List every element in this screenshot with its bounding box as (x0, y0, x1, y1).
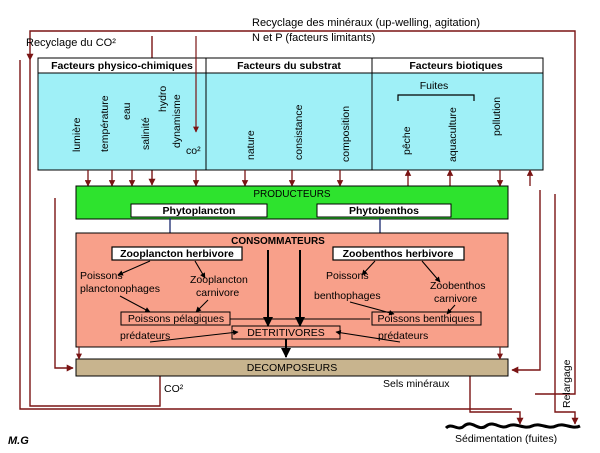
biotic-title: Facteurs biotiques (409, 60, 503, 72)
factors-box (37, 57, 544, 171)
pelagiques-l2: prédateurs (120, 330, 170, 342)
substrate-items: nature consistance composition (245, 104, 352, 162)
factor-eau: eau (121, 102, 133, 120)
relargage-label: Relargage (561, 359, 573, 408)
author-signature: M.G (8, 435, 29, 447)
benthiques-l1: Poissons benthiques (378, 313, 475, 325)
factor-arrows (84, 169, 534, 187)
decomposers-title: DECOMPOSEURS (247, 362, 337, 374)
factor-peche: pêche (401, 126, 413, 155)
factor-pollution: pollution (491, 97, 503, 136)
poissons-plancto-l2: planctonophages (80, 283, 160, 295)
factor-lumiere: lumière (71, 117, 83, 152)
factor-nature: nature (245, 130, 257, 160)
consumer-labels: Poissons planctonophages Zooplancton car… (80, 270, 485, 305)
phytobenthos-label: Phytobenthos (349, 205, 419, 217)
factor-hydro: hydro (157, 86, 169, 112)
factor-consistance: consistance (293, 104, 305, 160)
recyclage-mineraux: Recyclage des minéraux (up-welling, agit… (252, 17, 480, 29)
benthiques-l2: prédateurs (378, 330, 428, 342)
zoo-carni-l1: Zooplancton (190, 274, 248, 286)
co2-bottom: CO² (164, 383, 184, 395)
detritus-arrows (263, 250, 305, 358)
producers-title: PRODUCTEURS (253, 189, 331, 200)
zoobenthos-label: Zoobenthos herbivore (343, 248, 454, 260)
sedimentation-label: Sédimentation (fuites) (455, 433, 557, 445)
recycling-lines (19, 30, 579, 425)
zoo-carni-l2: carnivore (196, 287, 239, 299)
decomposers-box (75, 358, 509, 377)
sediment-line (444, 422, 581, 430)
factor-dynamisme: dynamisme (171, 94, 183, 148)
factor-aquaculture: aquaculture (447, 107, 459, 162)
poissons-bentho-l2: benthophages (314, 290, 381, 302)
poissons-plancto-l1: Poissons (80, 270, 123, 282)
factor-salinite: salinité (140, 117, 152, 150)
consumers-title: CONSOMMATEURS (231, 236, 325, 247)
biotic-items: Fuites pêche aquaculture pollution (397, 80, 503, 162)
factor-co2: co² (186, 145, 201, 157)
phytoplancton-label: Phytoplancton (163, 205, 236, 217)
recyclage-co2: Recyclage du CO² (26, 37, 116, 49)
facteurs-limitants: N et P (facteurs limitants) (252, 32, 375, 44)
factors-header (37, 57, 544, 74)
factor-temperature: température (99, 95, 111, 152)
zooplancton-label: Zooplancton herbivore (120, 248, 234, 260)
substrate-title: Facteurs du substrat (237, 60, 341, 72)
pelagiques-l1: Poissons pélagiques (128, 313, 224, 325)
physico-title: Facteurs physico-chimiques (51, 60, 193, 72)
zoobentho-carni-l1: Zoobenthos (430, 280, 485, 292)
poissons-bentho-l1: Poissons (326, 270, 369, 282)
physico-items: lumière température eau salinité hydro d… (71, 86, 201, 157)
fuites-label: Fuites (420, 80, 449, 92)
detritivores-label: DETRITIVORES (247, 327, 325, 339)
factor-composition: composition (340, 106, 352, 162)
zoobentho-carni-l2: carnivore (434, 293, 477, 305)
sels-mineraux: Sels minéraux (383, 378, 450, 390)
